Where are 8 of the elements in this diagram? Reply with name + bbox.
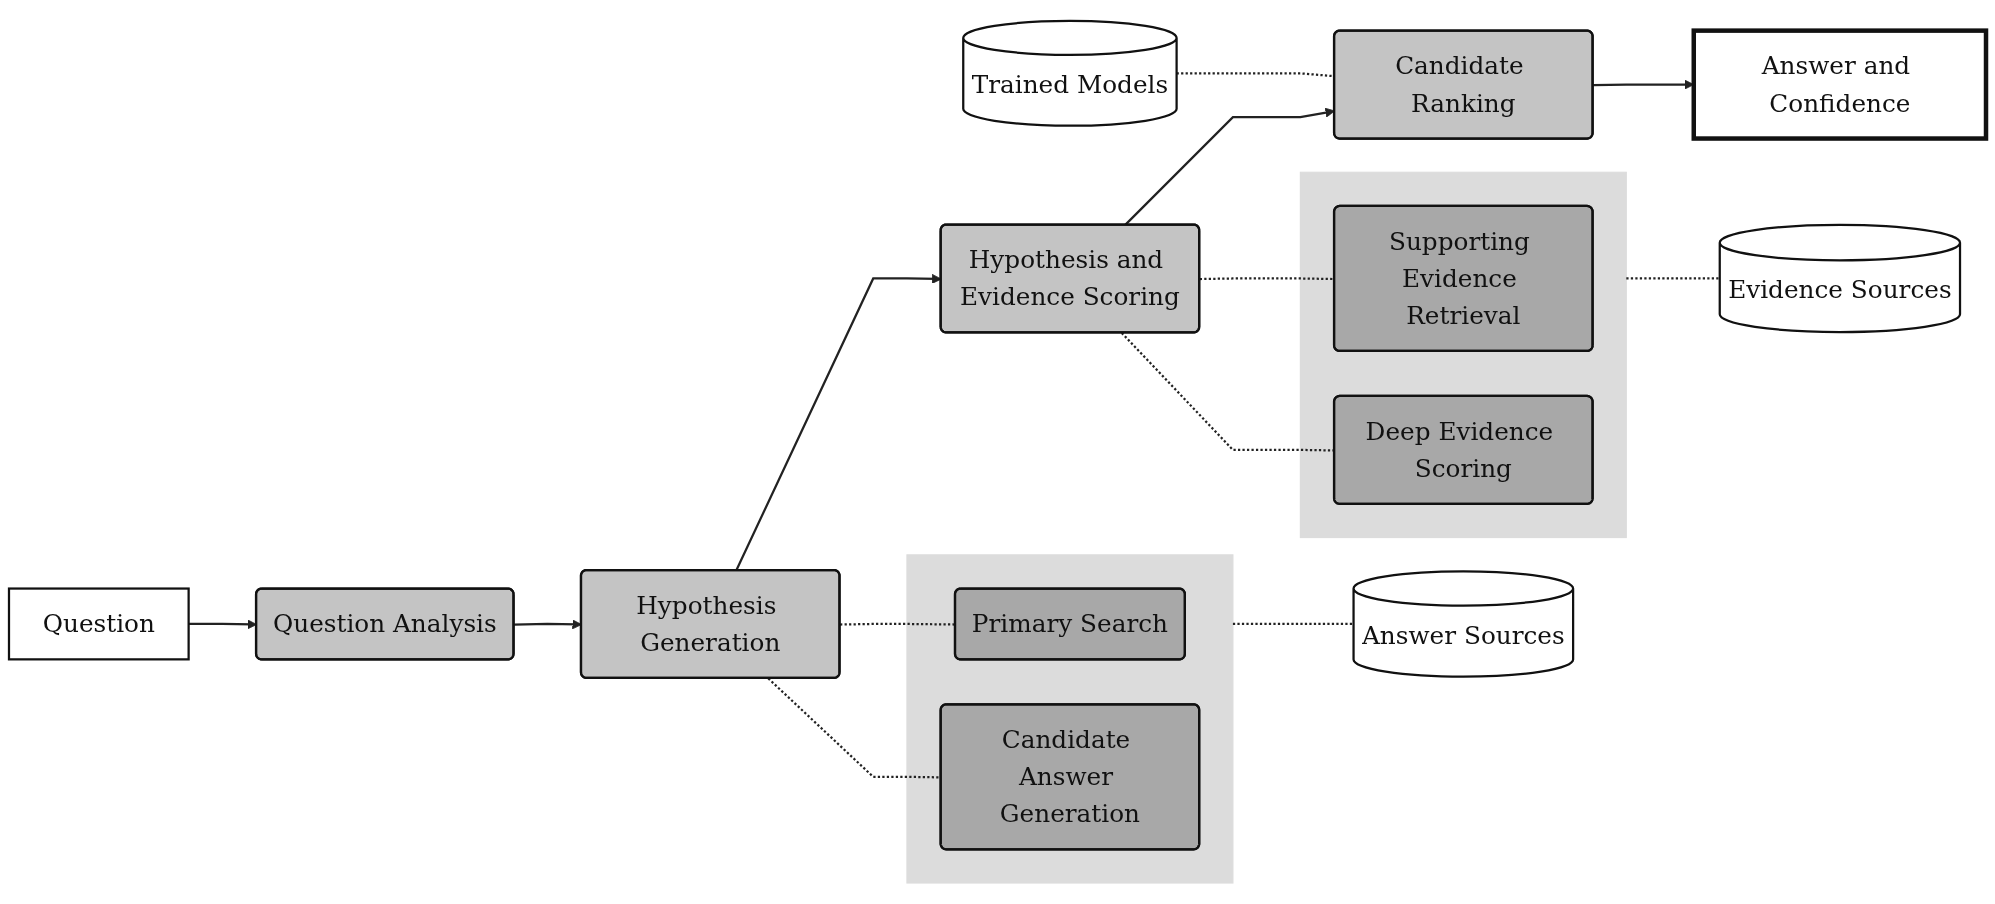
connector [1232,622,1354,626]
node-box: Answer and Confidence [1691,28,1989,141]
connector [840,622,956,626]
connector [1176,72,1335,78]
connector [1626,277,1720,280]
cluster [906,554,1234,884]
cluster [1299,171,1627,539]
node-box: Question [7,587,190,661]
